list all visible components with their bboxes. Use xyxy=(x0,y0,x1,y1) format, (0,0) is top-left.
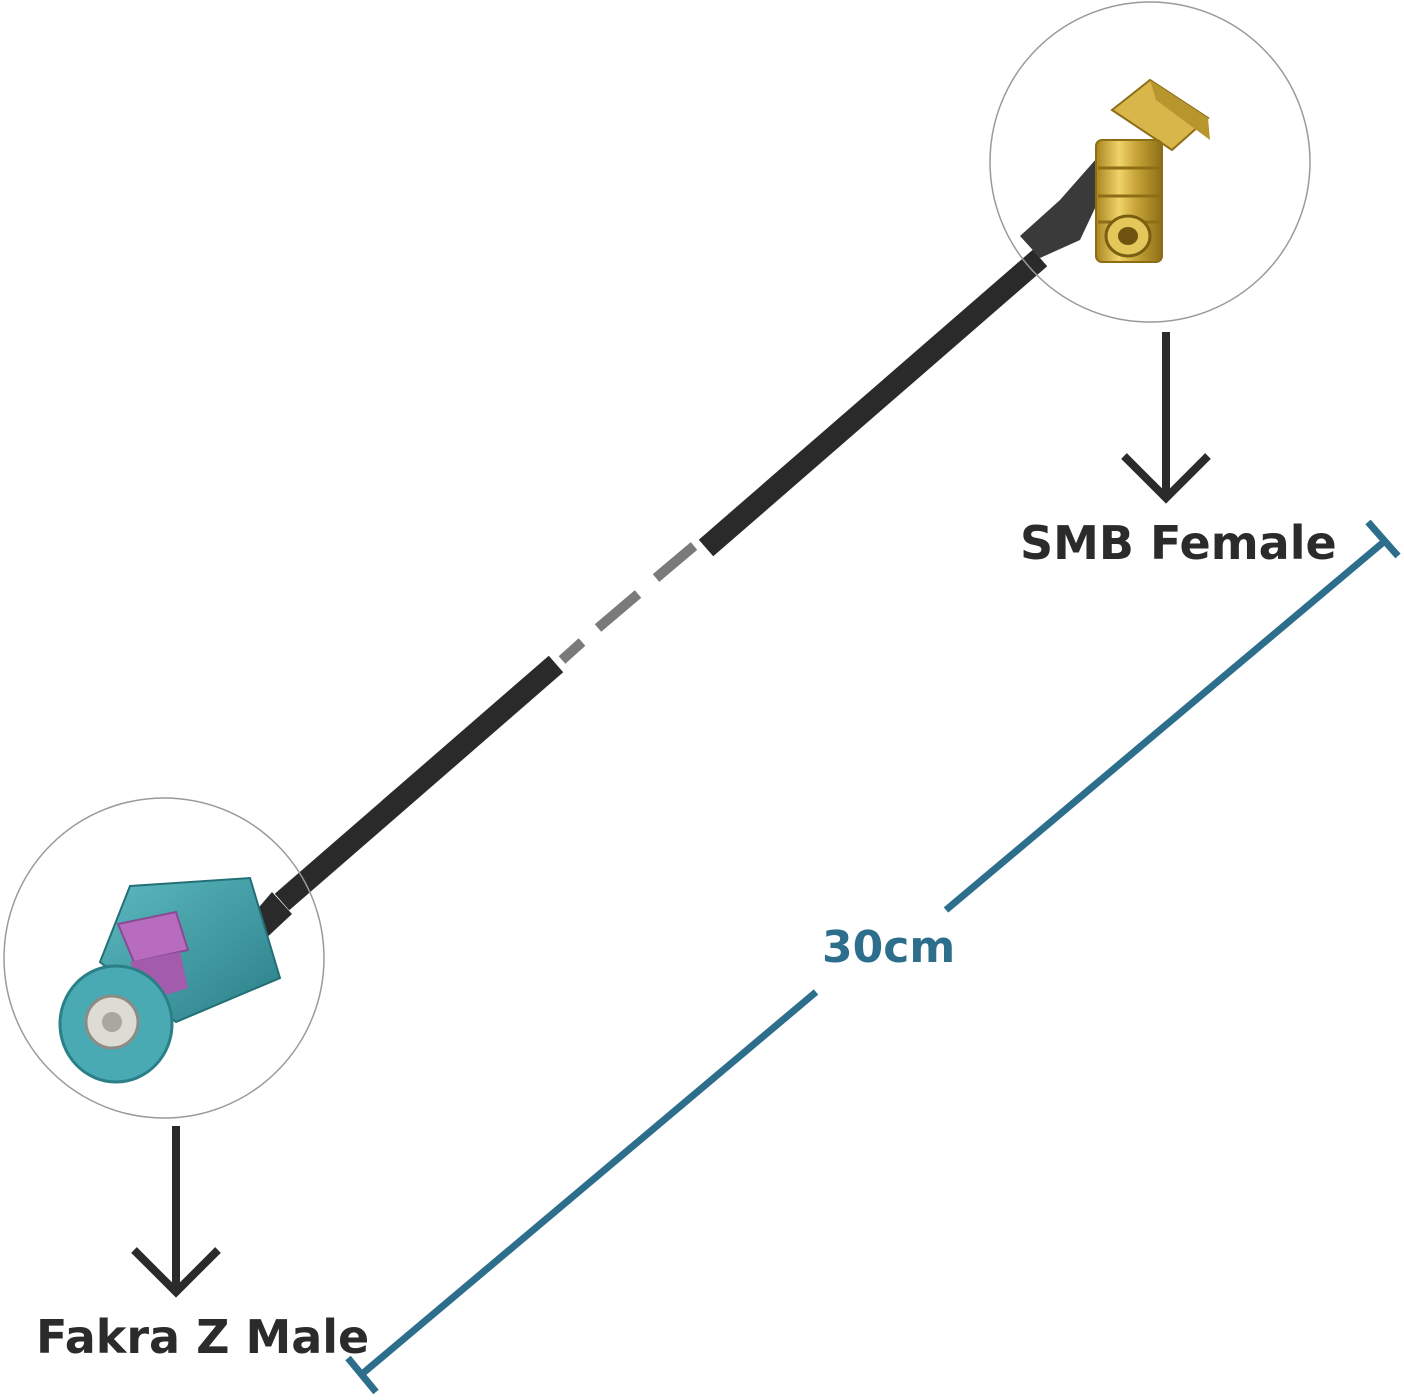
dimension-end-cap-bottom xyxy=(345,1355,379,1395)
smb-gold-connector xyxy=(1095,78,1210,263)
coax-cable xyxy=(274,249,1048,911)
cable-segment-upper xyxy=(698,249,1048,557)
fakra-teal-connector xyxy=(58,876,282,1084)
smb-detail-circle xyxy=(989,1,1311,323)
smb-connector-detail xyxy=(989,1,1311,323)
fakra-detail-circle xyxy=(3,797,325,1119)
cable-break-dash-3 xyxy=(558,638,586,664)
cable-break-dash-2 xyxy=(594,590,642,632)
cable-length-label: 30cm xyxy=(822,922,956,973)
length-dimension-line xyxy=(345,519,1401,1395)
fakra-z-male-label: Fakra Z Male xyxy=(36,1310,370,1364)
smb-female-label: SMB Female xyxy=(1020,516,1337,570)
cable-segment-lower xyxy=(274,655,564,911)
smb-cable-bend xyxy=(1020,150,1112,258)
arrow-down-icon xyxy=(131,1126,221,1298)
arrow-down-icon xyxy=(1121,332,1211,504)
dimension-end-cap-top xyxy=(1365,519,1401,559)
cable-break-dash-1 xyxy=(652,542,698,582)
fakra-connector-detail xyxy=(3,797,325,1119)
